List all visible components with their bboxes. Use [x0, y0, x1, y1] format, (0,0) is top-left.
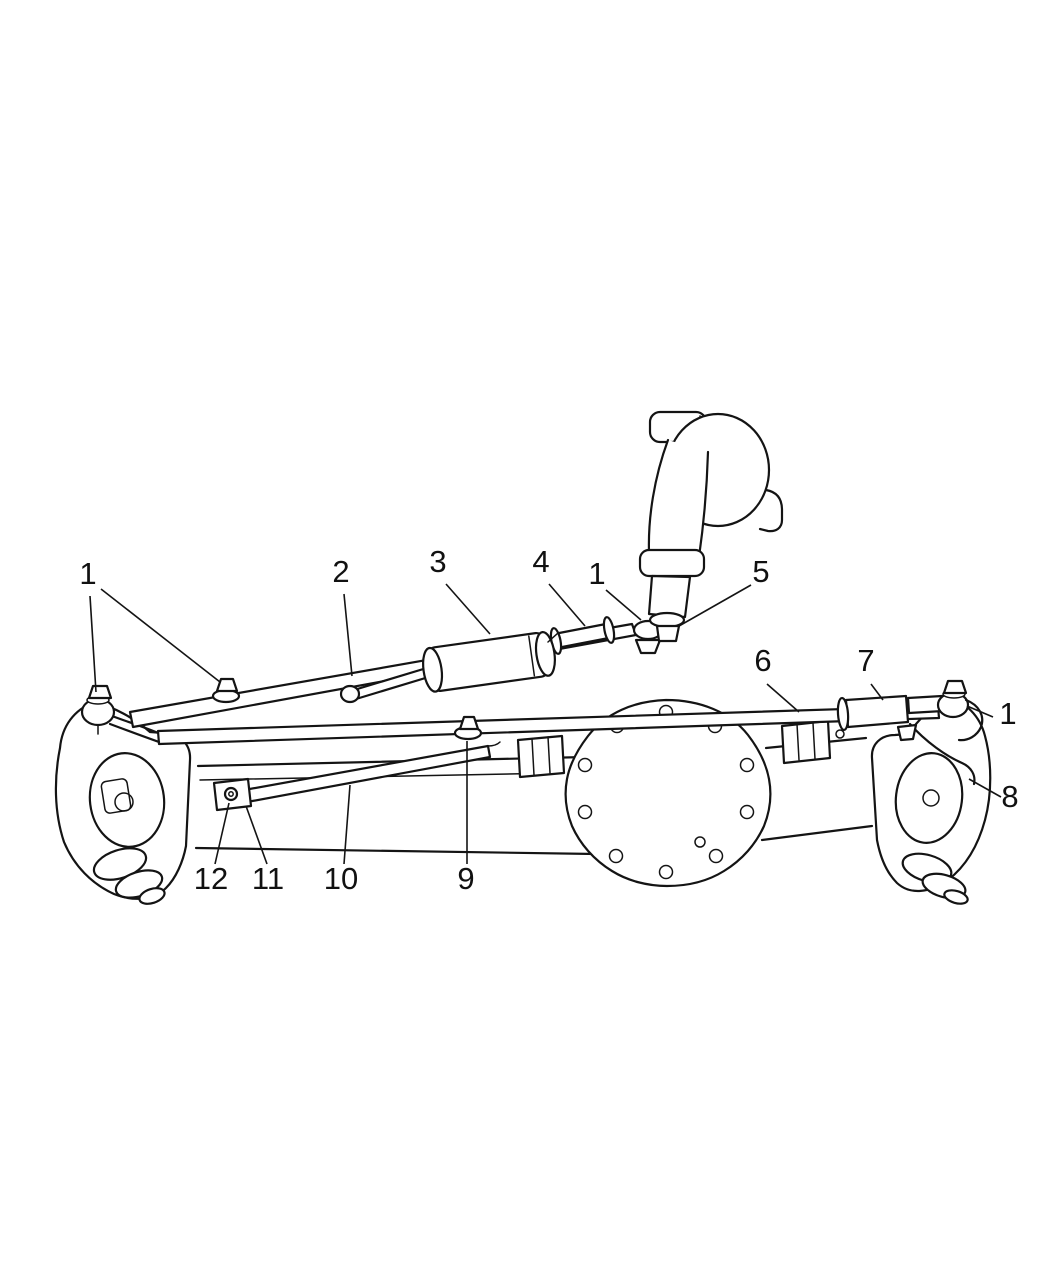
callout-1-center: 1: [588, 556, 642, 621]
callout-2: 2: [332, 554, 353, 677]
callout-label: 5: [752, 554, 769, 589]
callout-label: 1: [588, 556, 605, 591]
leader-line: [89, 595, 97, 693]
callout-7: 7: [857, 643, 884, 701]
callout-5: 5: [678, 554, 770, 627]
callout-label: 10: [324, 861, 358, 896]
callout-label: 1: [999, 696, 1016, 731]
leader-line: [548, 583, 586, 627]
leader-line: [870, 683, 884, 701]
callout-label: 12: [194, 861, 228, 896]
gear-tab: [758, 488, 784, 533]
drag-link: [128, 616, 664, 729]
leader-line: [968, 778, 1002, 798]
drag-link-adjuster: [549, 616, 616, 655]
tie-rod-adjuster: [835, 694, 910, 739]
drag-link-ball-stud: [211, 677, 241, 704]
pitman-shaft: [647, 574, 692, 619]
right-stud-nut: [896, 723, 918, 742]
damper-rod-eye: [339, 684, 361, 704]
gear-body: [647, 438, 710, 559]
callout-8: 8: [968, 778, 1019, 814]
right-knuckle: [870, 694, 992, 905]
left-tie-rod-end: [80, 684, 116, 735]
callout-label: 3: [429, 544, 446, 579]
fill-plug: [694, 836, 706, 848]
callout-label: 11: [252, 861, 284, 896]
right-knuckle-arm: [908, 722, 976, 786]
steering-gear: [638, 410, 784, 643]
callout-label: 6: [754, 643, 771, 678]
leader-line: [605, 589, 642, 621]
leader-line: [100, 588, 221, 683]
tie-rod: [80, 679, 984, 746]
center-ball-stud: [453, 715, 483, 741]
callout-9: 9: [457, 741, 475, 896]
callout-4: 4: [532, 544, 586, 627]
callout-label: 9: [457, 861, 474, 896]
right-spring-perch: [780, 719, 832, 765]
callout-label: 4: [532, 544, 549, 579]
left-tie-rod-end-nut: [87, 684, 113, 700]
callout-6: 6: [754, 643, 800, 713]
axle-housing: [194, 719, 874, 856]
left-hub: [88, 752, 166, 848]
callout-12: 12: [194, 802, 230, 896]
callout-label: 8: [1001, 779, 1018, 814]
pitman-shaft-nut: [655, 624, 681, 643]
callout-1-left: 1: [79, 556, 221, 693]
differential-cover: [564, 698, 772, 888]
callouts: 1 2 3 4 1 5 6 7: [79, 544, 1018, 896]
leader-line: [766, 683, 800, 713]
steering-damper: [339, 631, 559, 704]
callout-label: 7: [857, 643, 874, 678]
lower-link: [212, 741, 501, 812]
right-hub: [894, 752, 964, 844]
callout-3: 3: [429, 544, 491, 635]
leader-line: [445, 583, 491, 635]
leader-line: [214, 802, 230, 865]
leader-line: [678, 584, 752, 627]
callout-1-right: 1: [966, 696, 1017, 731]
callout-10: 10: [324, 784, 358, 896]
callout-label: 1: [79, 556, 96, 591]
left-spring-perch: [516, 734, 566, 779]
leader-line: [343, 784, 351, 865]
callout-11: 11: [245, 805, 284, 896]
leader-line: [245, 805, 268, 865]
clevis-bolt: [223, 786, 239, 802]
damper-body: [427, 631, 549, 693]
right-tie-rod-end: [896, 679, 984, 742]
right-tie-rod-end-nut: [942, 679, 968, 695]
leader-line: [966, 705, 994, 718]
leader-line: [343, 593, 353, 677]
callout-label: 2: [332, 554, 349, 589]
gear-collar: [638, 548, 706, 578]
